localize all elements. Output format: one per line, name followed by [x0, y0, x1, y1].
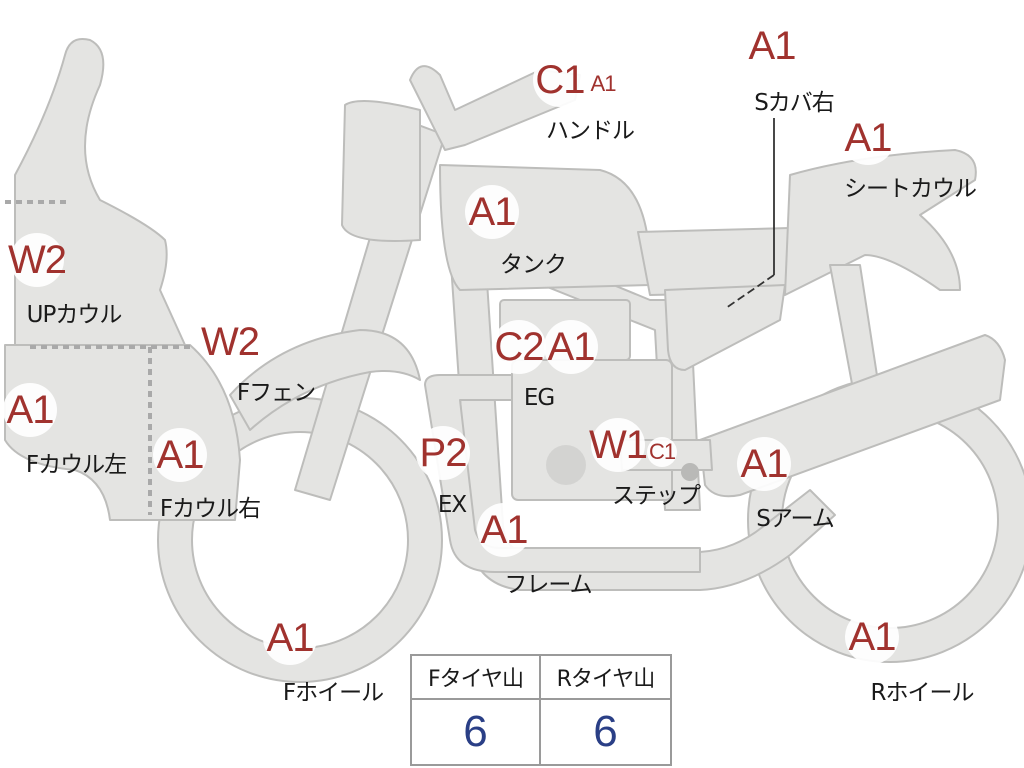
label-tank: タンク: [500, 252, 567, 278]
label-f-fender: Fフェン: [236, 380, 316, 406]
subgrade-step: C1: [647, 437, 677, 467]
side-cover-shape: [664, 284, 786, 371]
front-tread-value: 6: [412, 700, 541, 764]
grade-r-wheel: A1: [845, 610, 899, 664]
grade-engine: C2: [492, 320, 546, 374]
grade-handle: C1: [533, 53, 587, 107]
label-f-cowl-right: Fカウル右: [159, 496, 261, 522]
grade-f-fender: W2: [201, 315, 260, 369]
label-swing-arm: Sアーム: [756, 506, 835, 532]
label-handle: ハンドル: [546, 118, 635, 144]
rear-tread-header: Rタイヤ山: [541, 656, 670, 700]
subgrade-engine: A1: [544, 320, 598, 374]
grade-up-cowl: W2: [8, 233, 67, 287]
grade-step: W1: [589, 418, 648, 472]
label-f-cowl-left: Fカウル左: [25, 452, 127, 478]
grade-f-cowl-left: A1: [3, 383, 57, 437]
grade-f-cowl-right: A1: [153, 428, 207, 482]
front-fender-shape: [229, 329, 421, 431]
label-frame: フレーム: [504, 572, 592, 598]
front-wheel-shape: [158, 398, 442, 682]
rear-tread-value: 6: [593, 707, 618, 756]
label-s-cover-right: Sカバ右: [754, 90, 835, 116]
grade-swing-arm: A1: [737, 437, 791, 491]
subgrade-handle: A1: [588, 69, 618, 99]
label-up-cowl: UPカウル: [26, 302, 123, 328]
grade-frame: A1: [477, 503, 531, 557]
label-engine: EG: [523, 385, 555, 411]
label-step: ステップ: [612, 483, 701, 509]
label-exhaust: EX: [437, 492, 467, 518]
front-tread-header: Fタイヤ山: [412, 656, 541, 700]
label-f-wheel: Fホイール: [282, 680, 384, 706]
label-seat-cowl: シートカウル: [844, 176, 977, 202]
grade-f-wheel: A1: [263, 611, 317, 665]
grade-exhaust: P2: [416, 426, 470, 480]
grade-tank: A1: [465, 185, 519, 239]
grade-seat-cowl: A1: [841, 111, 895, 165]
grade-s-cover-right: A1: [745, 19, 799, 73]
label-r-wheel: Rホイール: [870, 680, 975, 706]
tire-tread-table: Fタイヤ山 Rタイヤ山 6 6: [410, 654, 672, 766]
